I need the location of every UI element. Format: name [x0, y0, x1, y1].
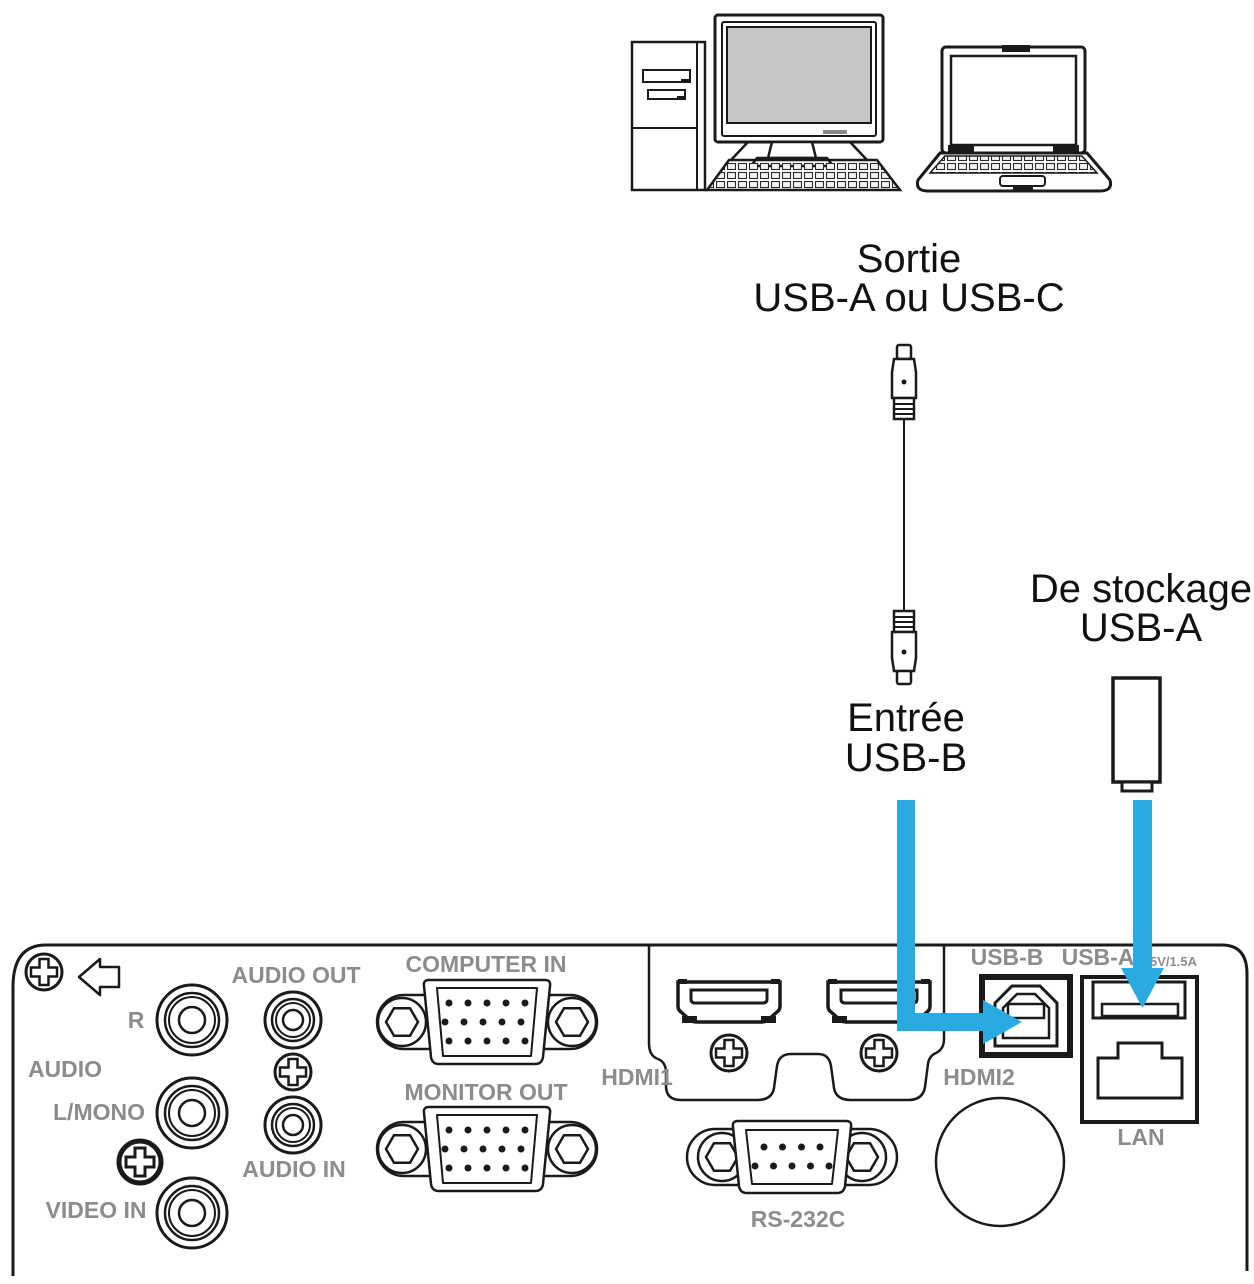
monitor-out-label: MONITOR OUT [404, 1079, 567, 1105]
hdmi1-label: HDMI1 [601, 1064, 673, 1090]
storage-label-line2: USB-A [1080, 606, 1203, 650]
hdmi1-screw [709, 1033, 749, 1073]
left-arrow-icon [77, 957, 121, 997]
audio-r-label: R [128, 1007, 145, 1033]
lan-label: LAN [1117, 1124, 1164, 1150]
usb-b-label: USB-B [971, 944, 1044, 970]
audio-out-jack [263, 990, 323, 1050]
audio-screw [273, 1052, 313, 1092]
source-label-line2: USB-A ou USB-C [753, 276, 1064, 320]
source-label-line1: Sortie [857, 237, 962, 281]
audio-in-jack [263, 1095, 323, 1155]
video-screw [119, 1141, 161, 1183]
usb-b-port [979, 974, 1073, 1058]
l-mono-label: L/MONO [53, 1099, 145, 1125]
video-in-label: VIDEO IN [46, 1197, 147, 1223]
arrow-to-usb-a [1121, 800, 1164, 1008]
hdmi-recess-outline [647, 945, 946, 1102]
video-in-jack [155, 1176, 229, 1250]
input-label-line2: USB-B [845, 736, 967, 780]
monitor-out-port [377, 1107, 597, 1191]
desktop-tower [630, 40, 707, 192]
usb-stick-illustration [1111, 676, 1162, 793]
rs232c-label: RS-232C [751, 1206, 846, 1232]
hdmi1-port [676, 977, 782, 1025]
arrow-to-usb-b [897, 800, 1022, 1044]
usb-cable-illustration [890, 343, 918, 686]
desktop-computer-illustration [630, 13, 903, 192]
storage-label-line1: De stockage [1030, 567, 1252, 611]
panel-screw-top-left [24, 952, 64, 992]
rear-panel: AUDIO OUT R AUDIO L/MONO AUDIO IN VIDEO … [11, 943, 1249, 1276]
hdmi2-screw [859, 1033, 899, 1073]
audio-r-jack [155, 983, 229, 1057]
laptop-illustration [916, 45, 1112, 193]
audio-l-mono-jack [155, 1076, 229, 1150]
lan-port [1096, 1041, 1184, 1100]
monitor-logo [823, 130, 847, 134]
computer-in-label: COMPUTER IN [406, 951, 567, 977]
speaker-circle [934, 1096, 1066, 1228]
usb-a-power-label: 5V/1.5A [1150, 954, 1198, 969]
audio-label: AUDIO [28, 1056, 102, 1082]
hdmi2-label: HDMI2 [943, 1064, 1015, 1090]
rs232c-port [687, 1121, 897, 1193]
computer-in-port [377, 980, 597, 1064]
desktop-keyboard [704, 158, 903, 192]
audio-video-section [119, 983, 323, 1250]
audio-out-label: AUDIO OUT [231, 962, 360, 988]
panel-outline [11, 943, 1249, 1276]
callout-labels: Sortie USB-A ou USB-C De stockage USB-A … [753, 237, 1252, 780]
usb-a-label: USB-A [1062, 944, 1135, 970]
desktop-monitor [713, 13, 885, 168]
input-label-line1: Entrée [847, 696, 965, 740]
audio-in-label: AUDIO IN [242, 1156, 346, 1182]
